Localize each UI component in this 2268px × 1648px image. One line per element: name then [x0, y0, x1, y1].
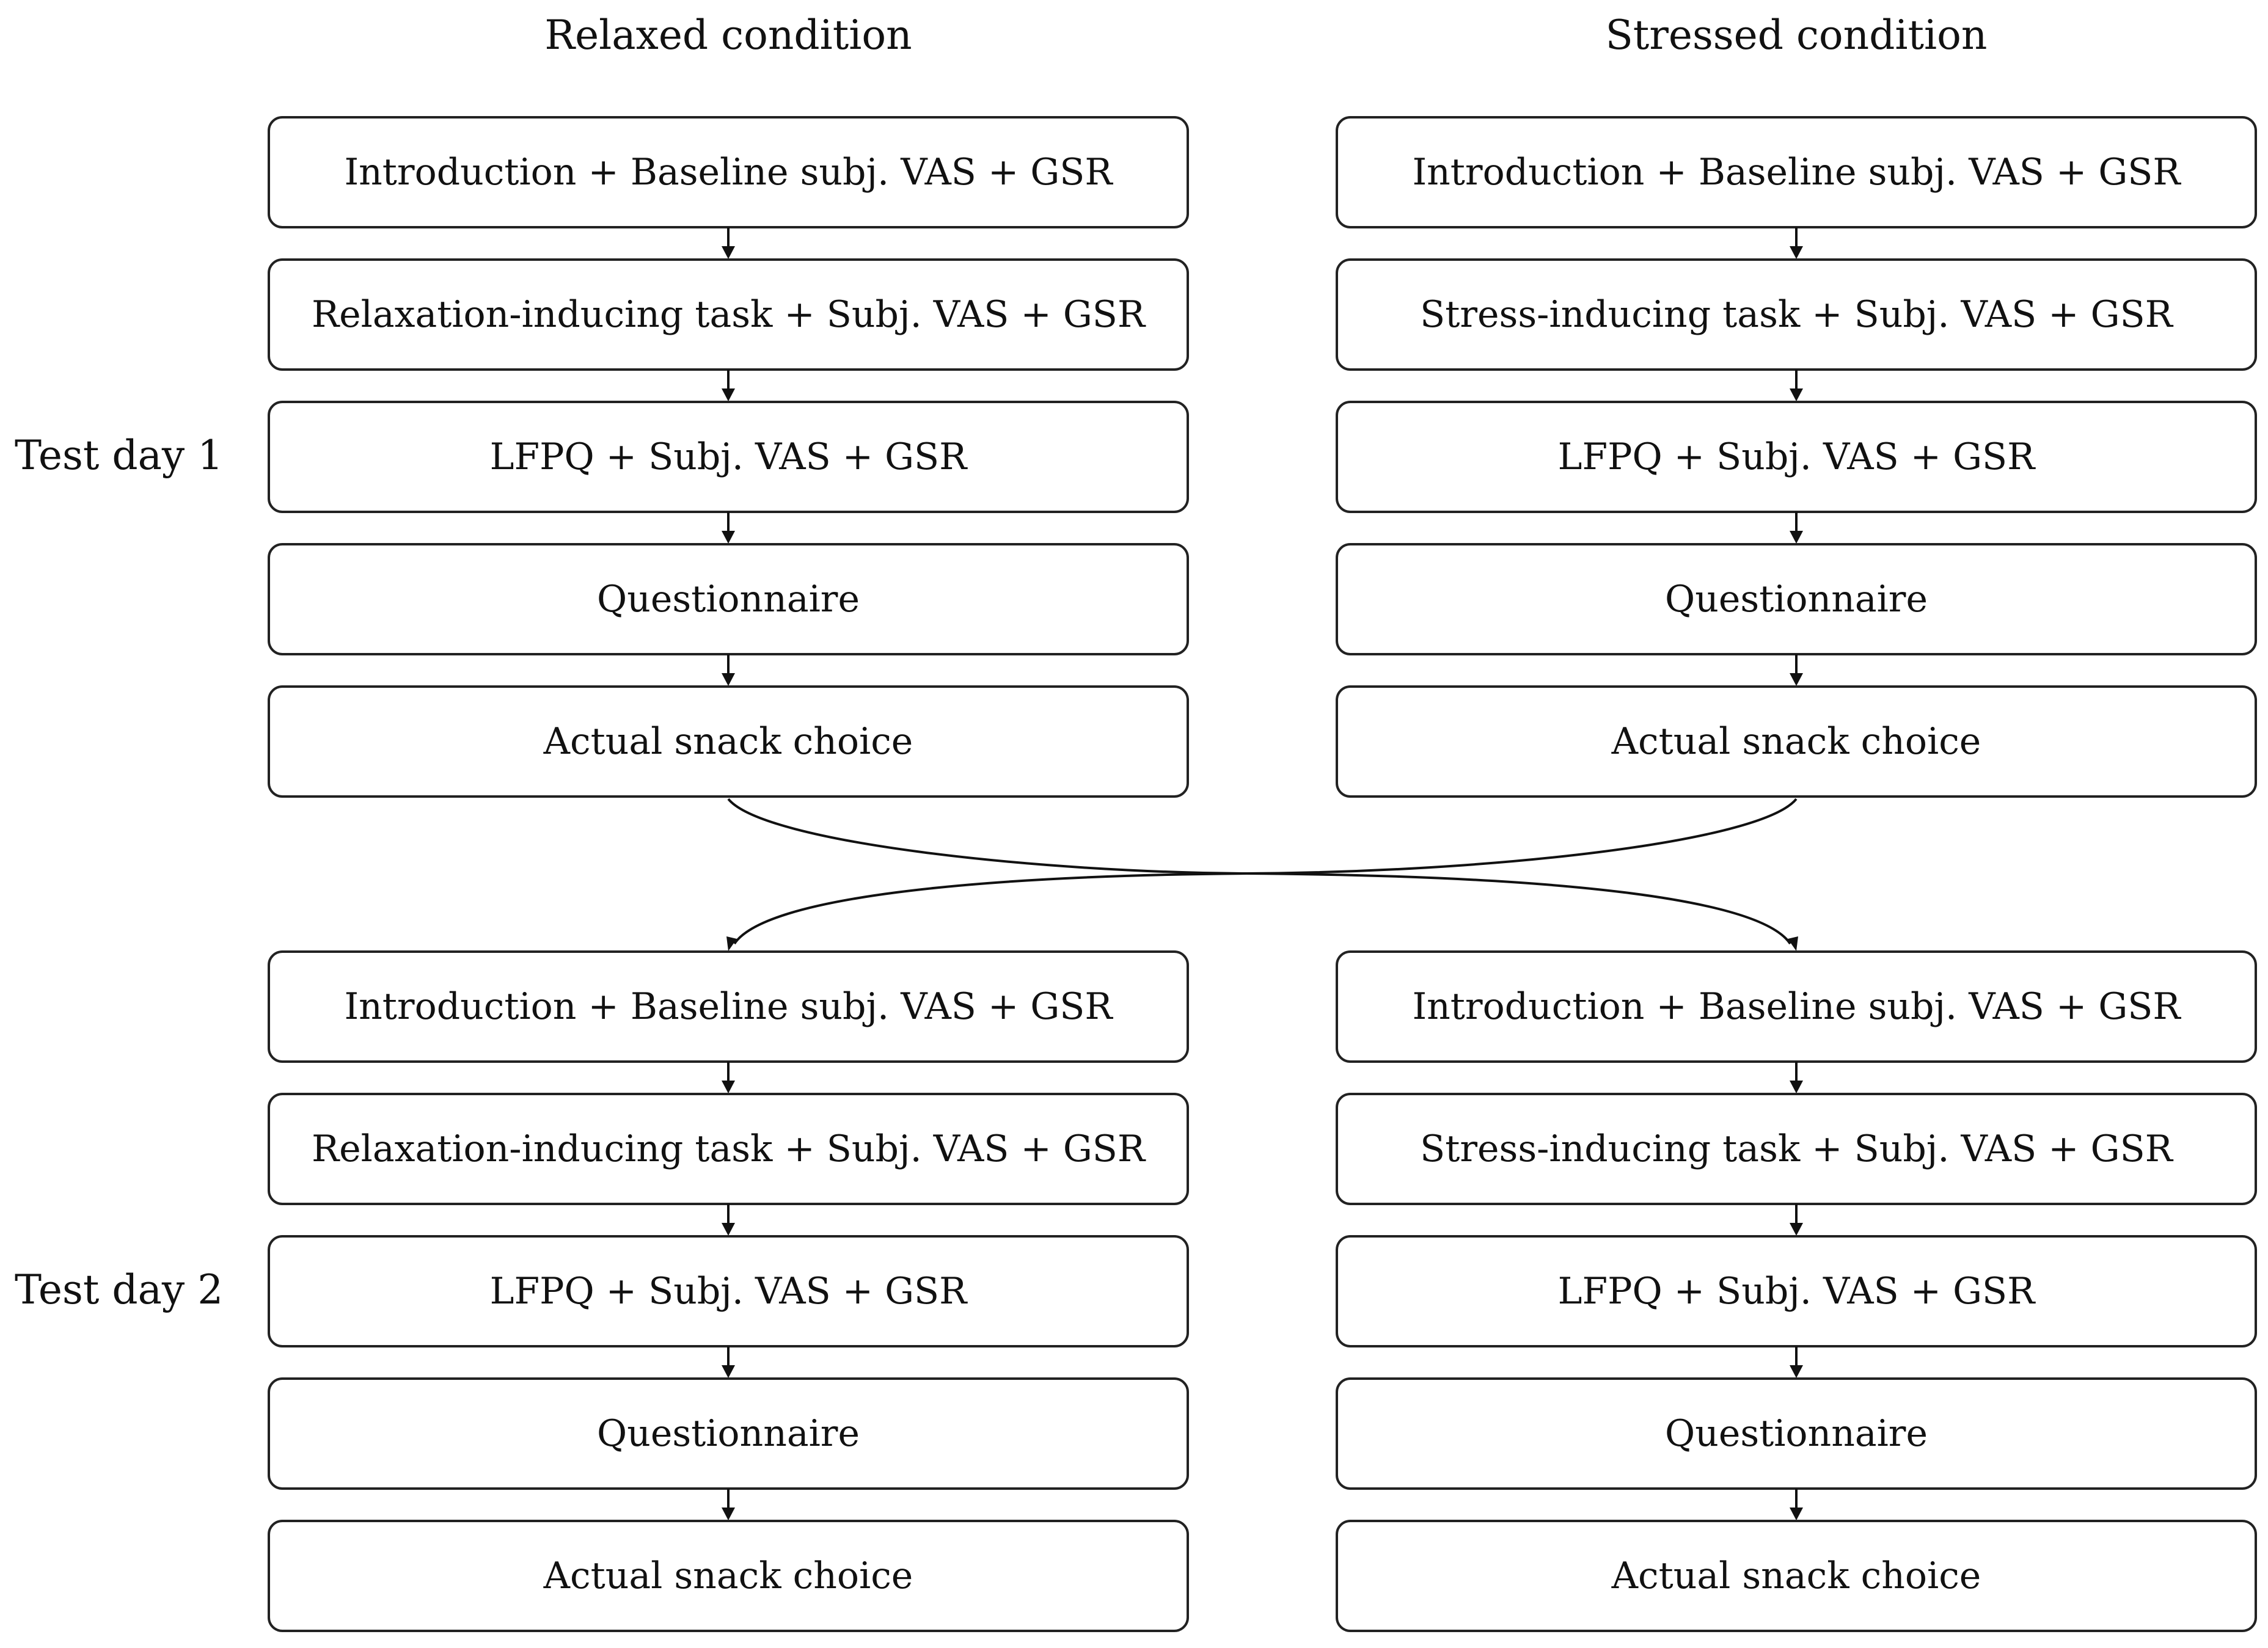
flow-arrowhead — [1790, 1365, 1803, 1378]
step-box-label: Introduction + Baseline subj. VAS + GSR — [1412, 985, 2181, 1028]
flow-arrowhead — [1790, 1508, 1803, 1520]
step-box-day2-stressed-2: Stress-inducing task + Subj. VAS + GSR — [1336, 1093, 2257, 1205]
step-box-day1-relaxed-1: Introduction + Baseline subj. VAS + GSR — [268, 116, 1189, 228]
step-box-label: Relaxation-inducing task + Subj. VAS + G… — [312, 293, 1146, 336]
step-box-label: Questionnaire — [1665, 578, 1928, 621]
step-box-day2-stressed-1: Introduction + Baseline subj. VAS + GSR — [1336, 950, 2257, 1063]
step-box-frame — [1336, 1520, 2257, 1632]
stressed-to-relaxed-connector — [733, 798, 1798, 945]
crossover-arrowhead-right — [1788, 936, 1798, 951]
step-box-day1-stressed-3: LFPQ + Subj. VAS + GSR — [1336, 401, 2257, 513]
step-box-label: Actual snack choice — [1611, 1555, 1981, 1597]
step-box-day2-relaxed-3: LFPQ + Subj. VAS + GSR — [268, 1235, 1189, 1347]
flow-arrowhead — [722, 246, 735, 259]
step-box-day2-stressed-3: LFPQ + Subj. VAS + GSR — [1336, 1235, 2257, 1347]
step-box-day2-relaxed-2: Relaxation-inducing task + Subj. VAS + G… — [268, 1093, 1189, 1205]
step-box-label: Questionnaire — [597, 578, 860, 621]
flow-arrows — [722, 227, 1803, 1520]
step-box-day2-relaxed-4: Questionnaire — [268, 1377, 1189, 1490]
flow-arrowhead — [1790, 673, 1803, 686]
step-box-label: LFPQ + Subj. VAS + GSR — [1558, 436, 2036, 478]
step-box-day1-stressed-5: Actual snack choice — [1336, 685, 2257, 798]
relaxed-condition-title: Relaxed condition — [544, 12, 912, 59]
step-box-day2-stressed-4: Questionnaire — [1336, 1377, 2257, 1490]
flow-arrowhead — [722, 673, 735, 686]
flow-arrowhead — [722, 1081, 735, 1093]
step-box-frame — [268, 685, 1189, 798]
step-box-day2-relaxed-5: Actual snack choice — [268, 1520, 1189, 1632]
test-day-1-label: Test day 1 — [15, 432, 223, 479]
step-box-label: Actual snack choice — [1611, 720, 1981, 763]
flow-arrowhead — [1790, 388, 1803, 401]
test-day-2-label: Test day 2 — [15, 1266, 223, 1313]
step-box-day1-relaxed-2: Relaxation-inducing task + Subj. VAS + G… — [268, 258, 1189, 371]
step-box-label: Questionnaire — [597, 1412, 860, 1455]
flow-arrowhead — [722, 1223, 735, 1236]
step-box-day1-relaxed-4: Questionnaire — [268, 543, 1189, 655]
step-box-day2-relaxed-1: Introduction + Baseline subj. VAS + GSR — [268, 950, 1189, 1063]
step-box-frame — [1336, 685, 2257, 798]
step-box-label: Introduction + Baseline subj. VAS + GSR — [344, 151, 1113, 194]
relaxed-to-stressed-connector — [727, 798, 1791, 945]
step-box-day1-relaxed-3: LFPQ + Subj. VAS + GSR — [268, 401, 1189, 513]
crossover-arrowhead-left — [726, 936, 737, 951]
flow-arrowhead — [1790, 1081, 1803, 1093]
flow-arrowhead — [722, 1508, 735, 1520]
step-box-label: LFPQ + Subj. VAS + GSR — [490, 436, 968, 478]
step-box-frame — [268, 1520, 1189, 1632]
step-box-label: Stress-inducing task + Subj. VAS + GSR — [1420, 1128, 2174, 1170]
flow-boxes: Introduction + Baseline subj. VAS + GSR R… — [268, 116, 2257, 1632]
step-box-day2-stressed-5: Actual snack choice — [1336, 1520, 2257, 1632]
step-box-day1-stressed-1: Introduction + Baseline subj. VAS + GSR — [1336, 116, 2257, 228]
step-box-label: Questionnaire — [1665, 1412, 1928, 1455]
step-box-label: Introduction + Baseline subj. VAS + GSR — [344, 985, 1113, 1028]
flow-arrowhead — [1790, 531, 1803, 544]
flow-arrowhead — [722, 1365, 735, 1378]
flow-arrowhead — [722, 388, 735, 401]
step-box-label: Actual snack choice — [543, 1555, 913, 1597]
step-box-day1-relaxed-5: Actual snack choice — [268, 685, 1189, 798]
flow-arrowhead — [722, 531, 735, 544]
step-box-label: Actual snack choice — [543, 720, 913, 763]
crossover-connectors — [726, 798, 1798, 951]
flow-arrowhead — [1790, 1223, 1803, 1236]
step-box-label: Stress-inducing task + Subj. VAS + GSR — [1420, 293, 2174, 336]
step-box-label: LFPQ + Subj. VAS + GSR — [1558, 1270, 2036, 1313]
step-box-label: Introduction + Baseline subj. VAS + GSR — [1412, 151, 2181, 194]
step-box-label: LFPQ + Subj. VAS + GSR — [490, 1270, 968, 1313]
step-box-day1-stressed-4: Questionnaire — [1336, 543, 2257, 655]
step-box-label: Relaxation-inducing task + Subj. VAS + G… — [312, 1128, 1146, 1170]
step-box-day1-stressed-2: Stress-inducing task + Subj. VAS + GSR — [1336, 258, 2257, 371]
flow-arrowhead — [1790, 246, 1803, 259]
stressed-condition-title: Stressed condition — [1606, 12, 1988, 59]
